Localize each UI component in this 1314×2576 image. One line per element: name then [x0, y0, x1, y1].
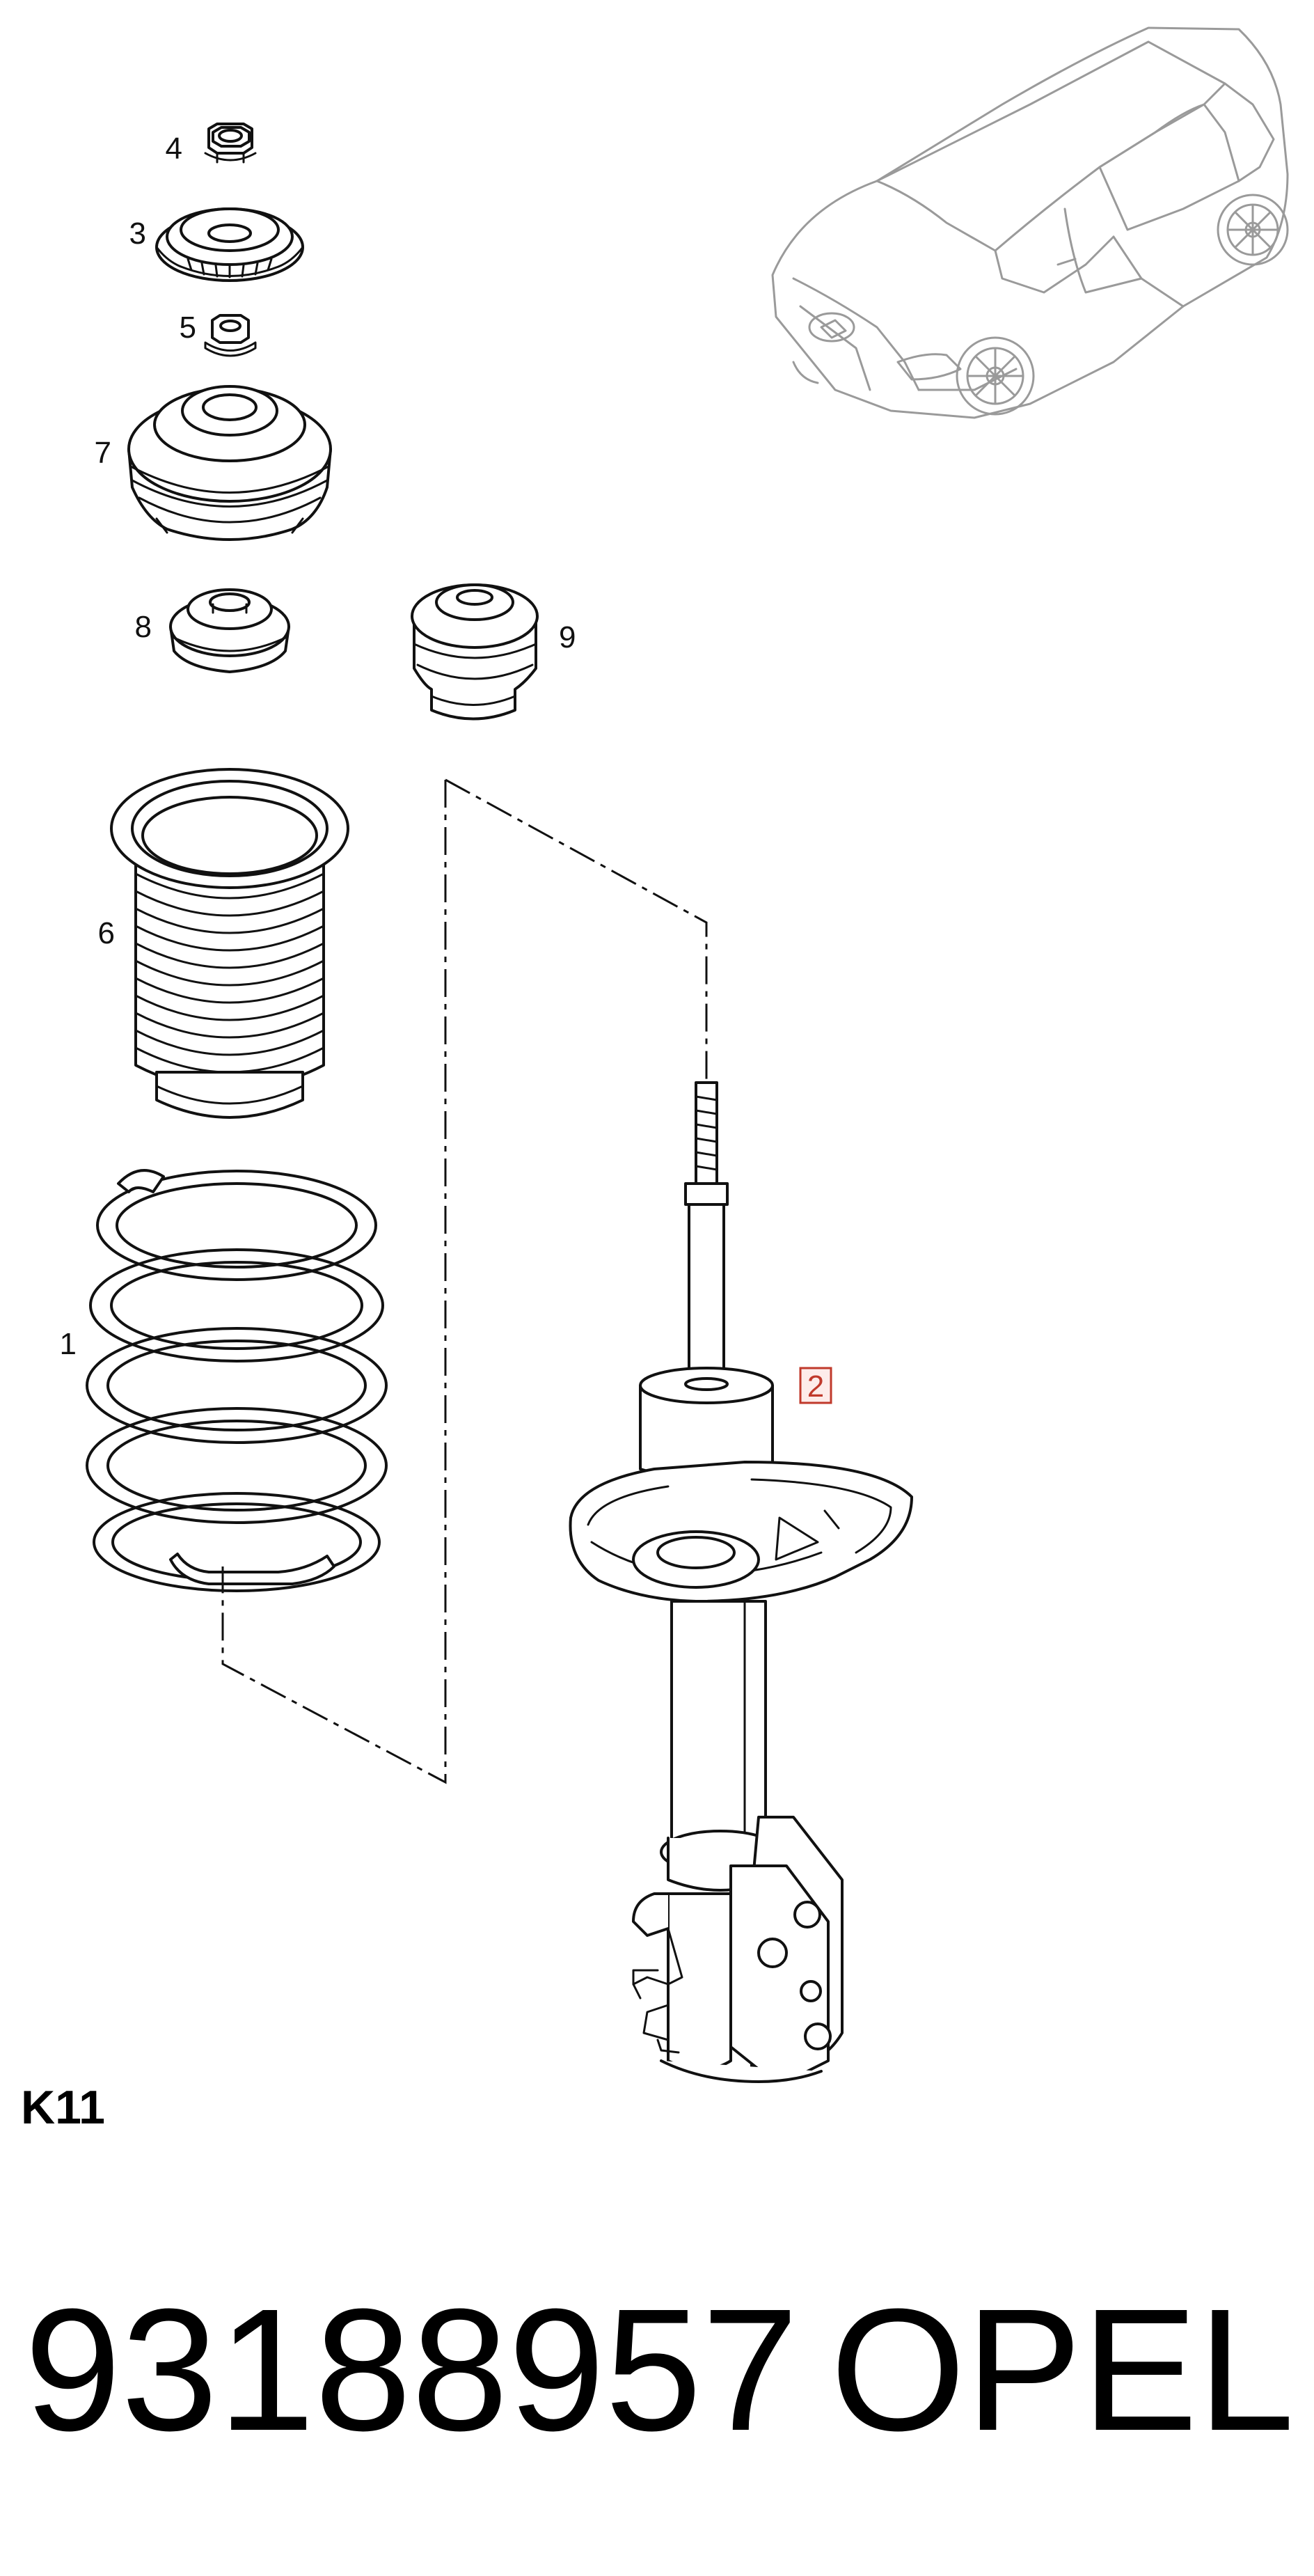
- part-3-bearing: [155, 207, 304, 282]
- brand-name: OPEL: [830, 2272, 1295, 2467]
- part-4-nut: [204, 123, 257, 164]
- part-8-bump-mount: [169, 588, 290, 673]
- label-part-1: 1: [60, 1327, 77, 1361]
- label-part-2: 2: [807, 1369, 824, 1404]
- label-part-9: 9: [559, 620, 576, 654]
- assembly-lines: [221, 778, 708, 1784]
- label-part-4: 4: [166, 132, 182, 166]
- part-number: 93188957: [24, 2272, 798, 2467]
- part-1-coil-spring: [86, 1169, 388, 1592]
- part-5-nut: [204, 314, 257, 357]
- part-6-dust-boot: [110, 768, 349, 1119]
- label-part-8: 8: [135, 610, 152, 644]
- car-illustration: [771, 26, 1289, 419]
- label-part-3: 3: [129, 217, 146, 251]
- label-part-2-highlight: 2: [799, 1367, 832, 1404]
- part-7-strut-mount: [127, 385, 332, 541]
- part-2-shock-absorber: [569, 1081, 913, 2083]
- label-part-7: 7: [95, 436, 111, 470]
- label-part-6: 6: [98, 916, 115, 950]
- part-9-bump-stop: [411, 583, 539, 721]
- label-part-5: 5: [180, 311, 196, 345]
- section-code: K11: [21, 2081, 105, 2134]
